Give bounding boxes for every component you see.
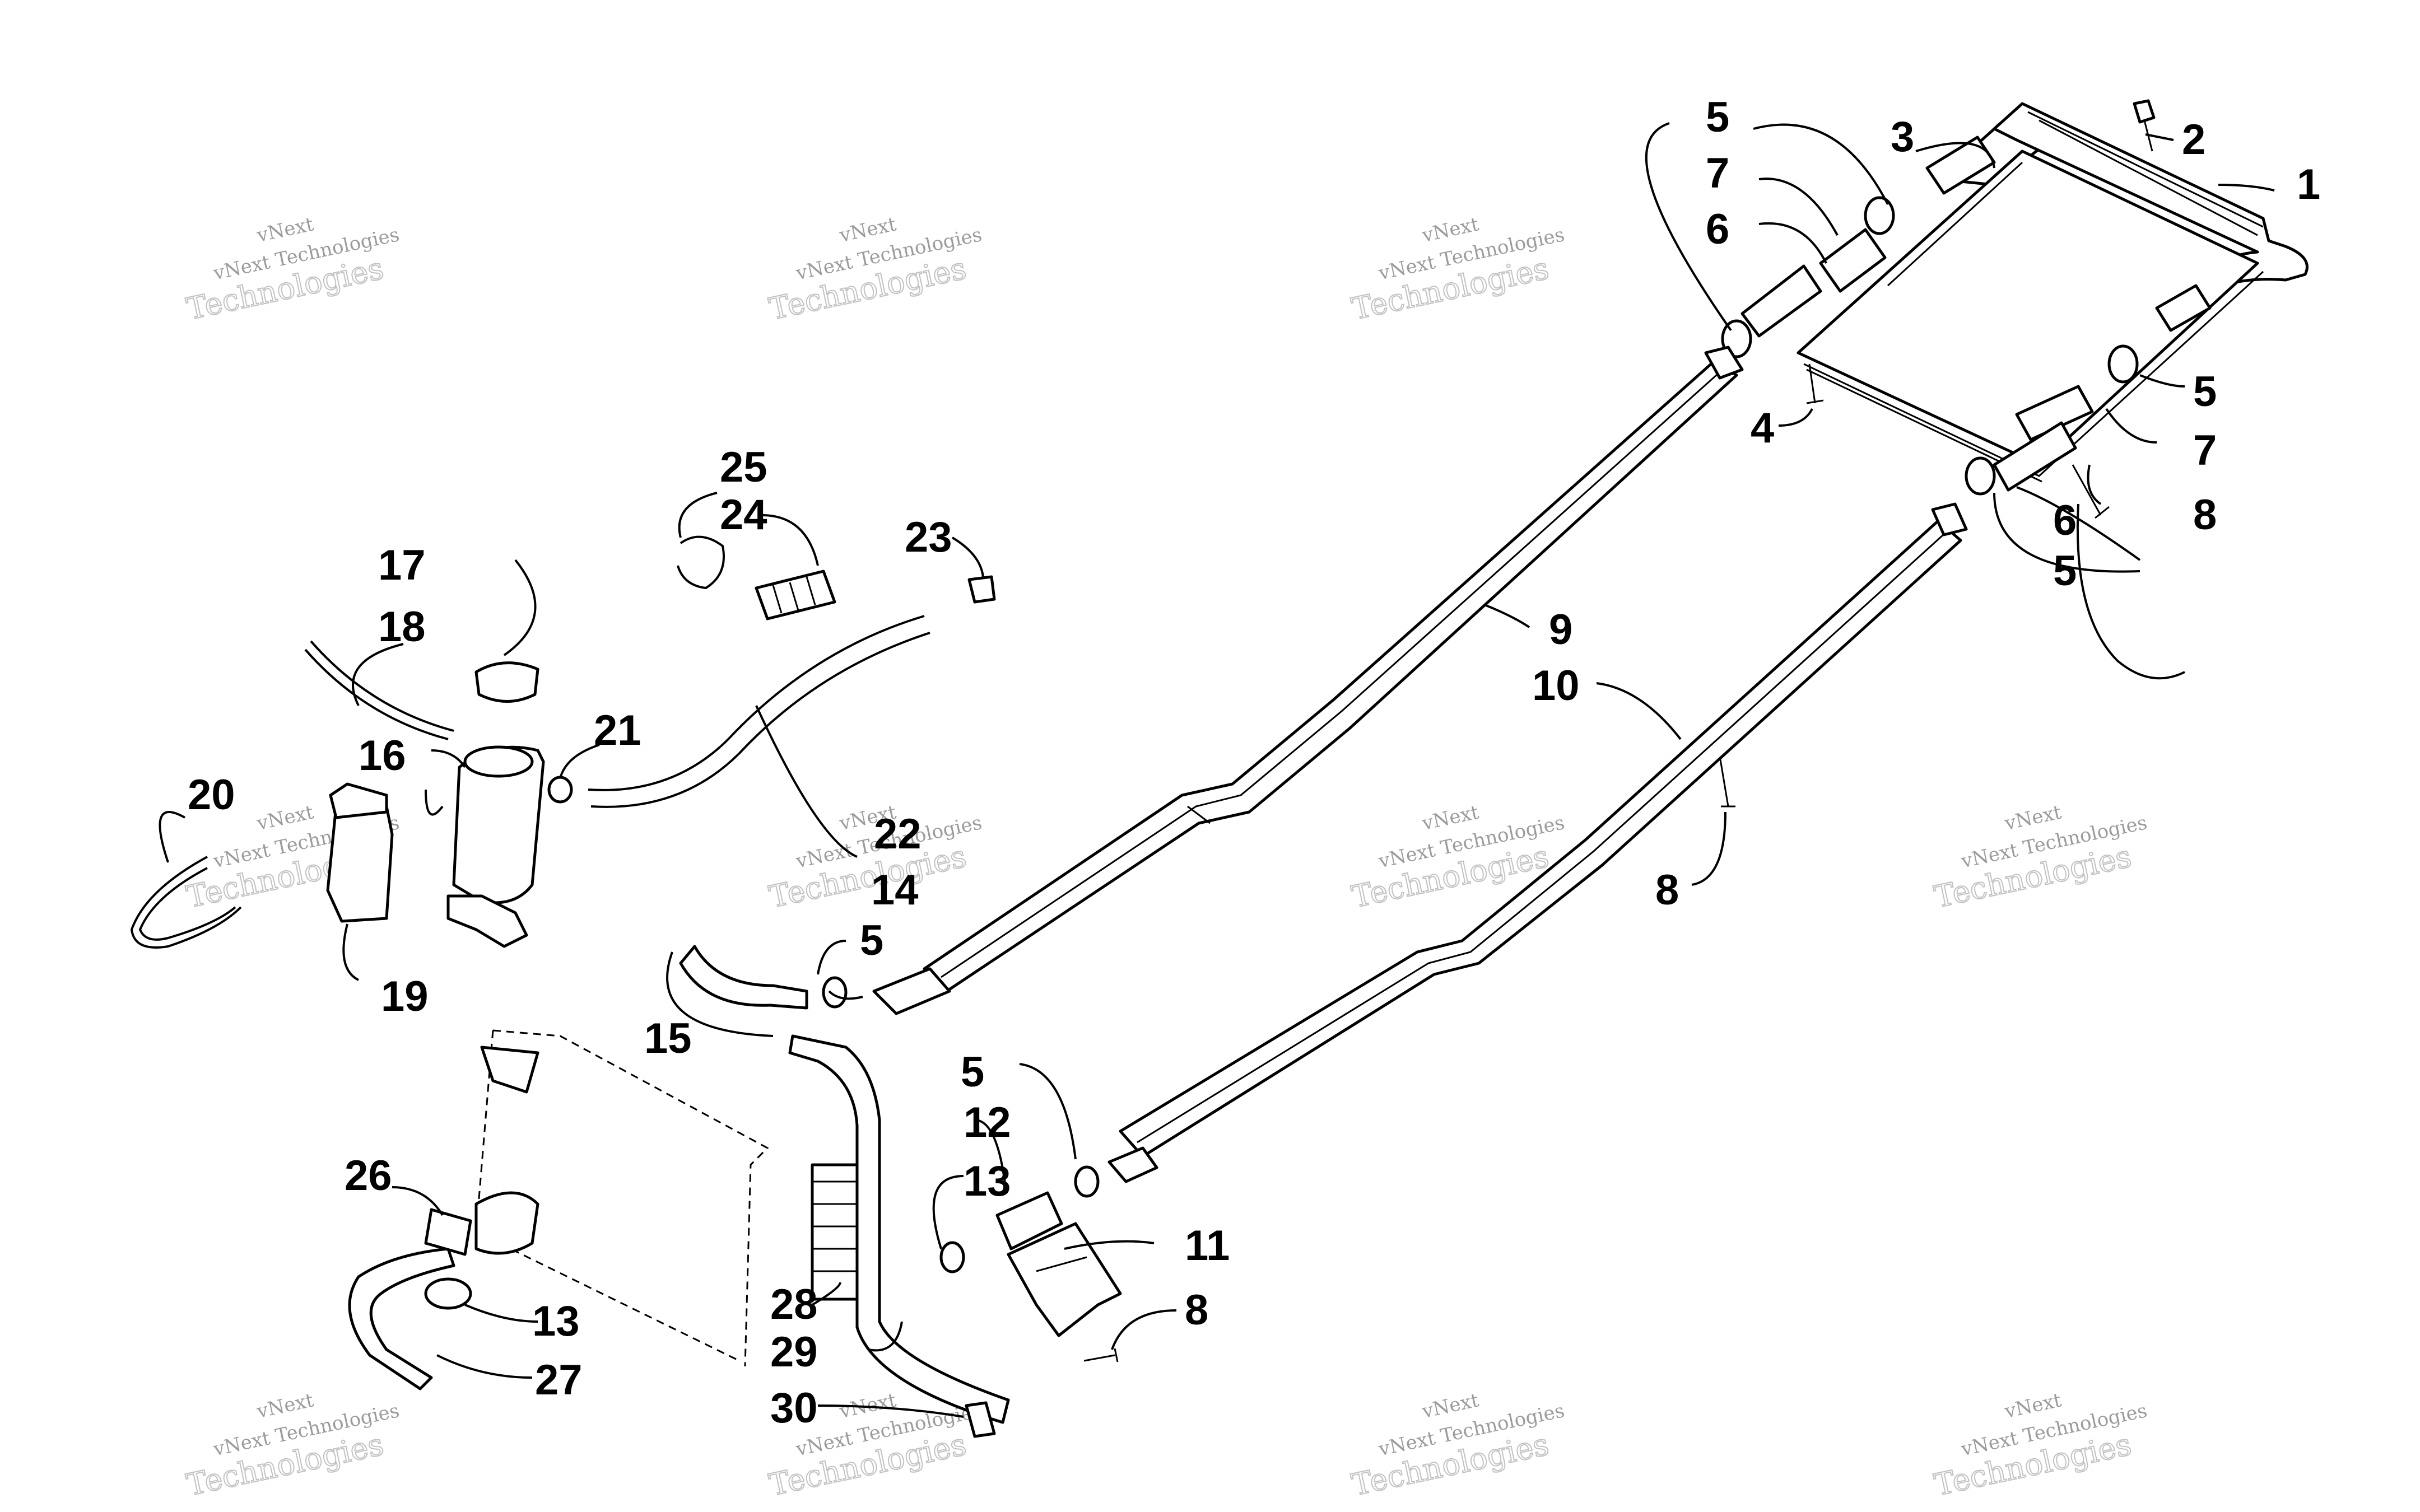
- bracket-11: [1007, 1222, 1122, 1337]
- callout-14: 14: [871, 866, 919, 914]
- spring-24: [755, 570, 836, 620]
- callout-7-b: 7: [2193, 427, 2217, 474]
- clamps-5: [822, 196, 2139, 1198]
- hose-14: [679, 945, 808, 1010]
- callout-25: 25: [720, 444, 767, 491]
- watermark-11: vNext vNext Technologies Technologies: [1348, 1389, 1567, 1503]
- hose-28: [811, 1163, 859, 1301]
- callout-5-e: 5: [961, 1048, 984, 1096]
- hose-27: [348, 1247, 455, 1390]
- hose-15: [788, 1034, 1010, 1424]
- callout-8-a: 8: [2193, 491, 2217, 539]
- hose-22: [588, 615, 930, 808]
- callout-27: 27: [535, 1356, 583, 1404]
- watermark-8: vNext vNext Technologies Technologies: [1931, 801, 2149, 915]
- inlet-tube-upper: [1740, 136, 1996, 338]
- callout-6-a: 6: [1706, 206, 1729, 253]
- callout-labels: 1 2 3 4 5 5 5 5 5 5 6 6 7 7 8 8 8 8 9 10…: [188, 94, 2320, 1432]
- callout-23: 23: [905, 514, 952, 561]
- watermark-1: vNext vNext Technologies Technologies: [183, 213, 402, 327]
- callout-17: 17: [378, 542, 426, 589]
- callout-20: 20: [188, 771, 235, 819]
- callout-5-b: 5: [2193, 368, 2217, 416]
- callout-13-a: 13: [964, 1158, 1011, 1205]
- watermark-3: vNext vNext Technologies Technologies: [1348, 213, 1567, 327]
- callout-5-d: 5: [860, 917, 883, 964]
- connector-tube-12: [939, 1191, 1063, 1273]
- callout-8-b: 8: [1655, 866, 1679, 914]
- callout-1: 1: [2297, 161, 2320, 208]
- outlet-tube-lower: [1993, 284, 2212, 492]
- coolant-reservoir: [446, 661, 545, 948]
- heat-exchanger-core: [1797, 150, 2264, 483]
- callout-26: 26: [345, 1152, 392, 1200]
- callout-15: 15: [644, 1015, 692, 1062]
- watermark-2: vNext vNext Technologies Technologies: [766, 213, 984, 327]
- strap-20: [130, 856, 242, 949]
- callout-6-b: 6: [2053, 497, 2077, 544]
- callout-16: 16: [359, 732, 406, 780]
- watermark-brand: vNext: [1420, 801, 1481, 835]
- clamp-25: [677, 535, 725, 590]
- callout-5-a: 5: [1706, 94, 1729, 141]
- callout-12: 12: [964, 1099, 1011, 1146]
- clamp-21: [547, 776, 573, 804]
- watermark-brand: vNext: [837, 213, 898, 247]
- callout-13-b: 13: [532, 1298, 580, 1345]
- callout-22: 22: [874, 810, 922, 858]
- watermark-brand: vNext: [1420, 213, 1481, 247]
- watermark-brand: vNext: [2002, 801, 2063, 835]
- screws: [1083, 363, 2110, 1362]
- clamp-23: [967, 575, 996, 604]
- clamp-30: [965, 1401, 996, 1438]
- watermark-brand: vNext: [254, 801, 315, 835]
- callout-5-c: 5: [2053, 547, 2077, 595]
- heat-exchanger-upper: [872, 346, 1744, 1015]
- callout-10: 10: [1532, 662, 1580, 710]
- callout-24: 24: [720, 491, 767, 539]
- leader-lines: [159, 122, 2275, 1418]
- callout-7-a: 7: [1706, 150, 1729, 197]
- clamp-13-lower: [424, 1277, 472, 1310]
- callout-28: 28: [770, 1281, 818, 1328]
- heat-exchanger-lower: [1107, 502, 1968, 1183]
- watermark-brand: vNext: [254, 1389, 315, 1423]
- watermark-brand: vNext: [2002, 1389, 2063, 1423]
- callout-30: 30: [770, 1384, 818, 1432]
- watermark-brand: vNext: [254, 213, 315, 247]
- callout-11: 11: [1185, 1222, 1230, 1270]
- callout-3: 3: [1891, 113, 1914, 161]
- clamp-26: [424, 1191, 539, 1256]
- vent-hose-18: [304, 640, 454, 740]
- callout-2: 2: [2182, 116, 2205, 164]
- callout-9: 9: [1549, 606, 1572, 654]
- watermark-9: vNext vNext Technologies Technologies: [183, 1389, 402, 1503]
- callout-19: 19: [381, 973, 429, 1020]
- callout-18: 18: [378, 603, 426, 651]
- bolt-2: [2133, 99, 2156, 152]
- overflow-bottle: [326, 782, 394, 923]
- callout-4: 4: [1751, 404, 1774, 452]
- callout-21: 21: [594, 707, 641, 754]
- callout-8-c: 8: [1185, 1286, 1208, 1334]
- callout-29: 29: [770, 1328, 818, 1376]
- watermark-brand: vNext: [1420, 1389, 1481, 1423]
- watermark-12: vNext vNext Technologies Technologies: [1931, 1389, 2149, 1503]
